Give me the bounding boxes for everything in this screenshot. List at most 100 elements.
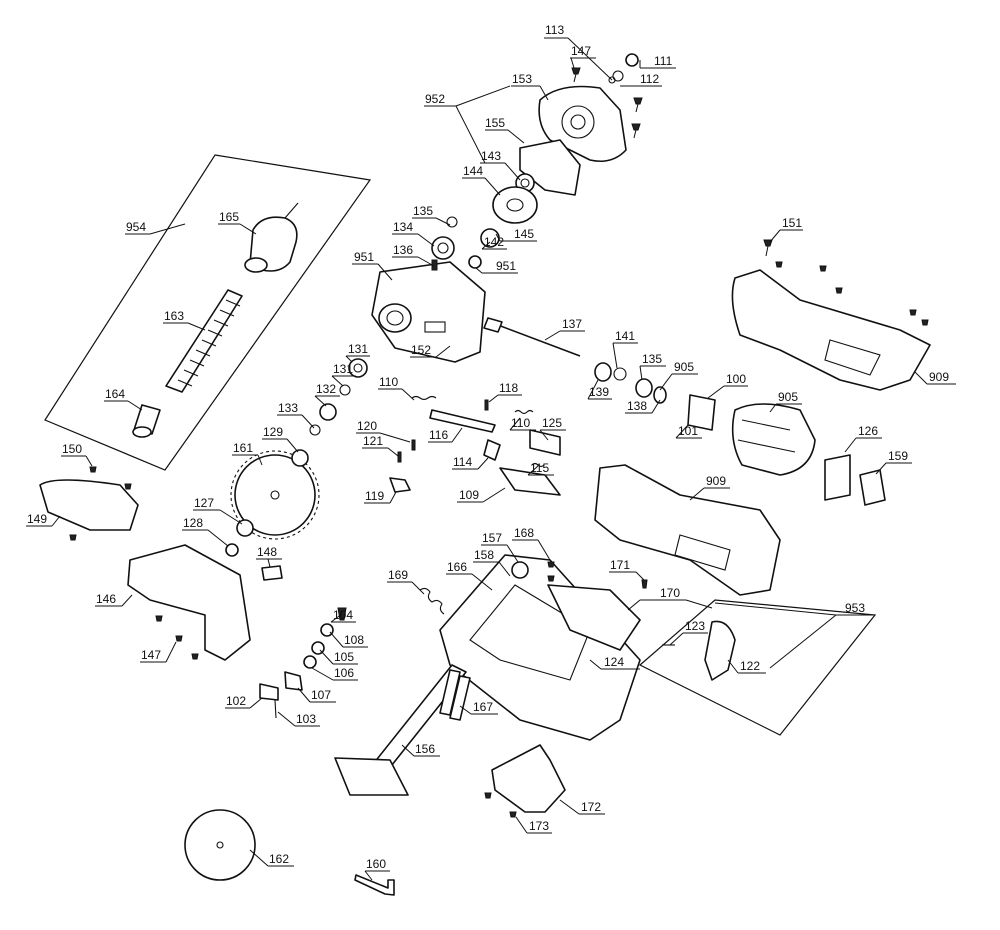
callout-166: 166	[447, 560, 467, 574]
callout-146: 146	[96, 592, 116, 606]
saw-blade-161	[230, 450, 320, 540]
callout-909b: 909	[706, 474, 726, 488]
callout-168: 168	[514, 526, 534, 540]
housing-half-909-bottom	[594, 464, 781, 596]
riving-parts-110-116-114-115-109	[389, 395, 561, 496]
callout-172: 172	[581, 800, 601, 814]
callout-162: 162	[269, 852, 289, 866]
callout-138: 138	[627, 399, 647, 413]
callout-153: 153	[512, 72, 532, 86]
hose-connector-164	[132, 404, 161, 438]
callout-114: 114	[453, 455, 472, 469]
callout-954: 954	[126, 220, 146, 234]
callout-118: 118	[499, 381, 518, 395]
callout-119: 119	[365, 489, 384, 503]
callout-103: 103	[296, 712, 316, 726]
motor-905	[731, 403, 816, 476]
callout-151: 151	[782, 216, 802, 230]
gear-144	[492, 186, 538, 224]
spring-171	[641, 579, 648, 589]
callout-165: 165	[219, 210, 239, 224]
gear-housing-951	[371, 261, 486, 363]
callout-112: 112	[640, 72, 659, 86]
blade-washers-127-128	[225, 519, 254, 557]
spare-blade-162	[184, 809, 256, 881]
callout-152: 152	[411, 343, 431, 357]
guard-screws-150	[69, 466, 132, 541]
callout-136: 136	[393, 243, 413, 257]
knob-157	[511, 561, 529, 579]
spring-169	[419, 587, 445, 615]
hex-key-160	[354, 874, 395, 896]
callout-120: 120	[357, 419, 377, 433]
callout-953: 953	[845, 601, 865, 615]
callout-173: 173	[529, 819, 549, 833]
label-148	[261, 565, 283, 581]
callout-113: 113	[545, 23, 564, 37]
spring-screw-111-112	[608, 53, 639, 84]
group-954-frame	[44, 154, 372, 471]
housing-screws-151	[763, 239, 929, 326]
callout-123: 123	[685, 619, 705, 633]
bearings-139-141-138	[594, 362, 667, 404]
guard-screws-147	[155, 615, 199, 660]
flange-washers-131-132-133	[291, 358, 368, 467]
callout-150: 150	[62, 442, 82, 456]
callout-131b: 131	[333, 362, 353, 376]
callout-160: 160	[366, 857, 386, 871]
callout-115: 115	[530, 461, 549, 475]
callout-139: 139	[589, 385, 609, 399]
callout-107: 107	[311, 688, 331, 702]
callout-100: 100	[726, 372, 746, 386]
callout-147: 147	[571, 44, 591, 58]
callout-155: 155	[485, 116, 505, 130]
callout-144: 144	[463, 164, 483, 178]
leader-lines	[26, 37, 956, 881]
callout-147b: 147	[141, 648, 161, 662]
callout-145: 145	[514, 227, 534, 241]
switch-126	[824, 454, 851, 501]
callout-126: 126	[858, 424, 878, 438]
motor-flange-100	[687, 394, 716, 431]
callout-121: 121	[363, 434, 383, 448]
spindle-137	[483, 317, 581, 357]
callout-104: 104	[333, 608, 353, 622]
callout-161: 161	[233, 441, 253, 455]
callout-108: 108	[344, 633, 364, 647]
callout-122: 122	[740, 659, 760, 673]
lower-guard-146	[127, 544, 251, 661]
base-plate	[439, 554, 641, 741]
callout-124: 124	[604, 655, 624, 669]
callout-129: 129	[263, 425, 283, 439]
bracket-170	[547, 584, 641, 651]
callout-951a: 951	[354, 250, 374, 264]
callout-106: 106	[334, 666, 354, 680]
screws-147-top	[571, 67, 643, 139]
callout-169: 169	[388, 568, 408, 582]
lever-107-102-103	[259, 671, 303, 719]
callout-135: 135	[413, 204, 433, 218]
callout-125: 125	[542, 416, 562, 430]
callout-163: 163	[164, 309, 184, 323]
extraction-hose-163	[165, 289, 243, 393]
terminal-159	[859, 469, 886, 506]
collar-135-136	[431, 216, 482, 271]
callout-149: 149	[27, 512, 47, 526]
callout-131a: 131	[348, 342, 368, 356]
callout-132: 132	[316, 382, 336, 396]
callout-101: 101	[678, 424, 698, 438]
extraction-adapter-165	[244, 202, 299, 273]
screws-168	[547, 561, 555, 582]
callout-116: 116	[429, 428, 448, 442]
screw-pins-167	[439, 669, 471, 721]
callout-905b: 905	[778, 390, 798, 404]
housing-half-909-top	[731, 269, 931, 391]
callout-102: 102	[226, 694, 246, 708]
small-gear-142	[480, 228, 500, 248]
dust-port-172	[491, 744, 566, 813]
parallel-guide-156	[334, 664, 467, 796]
callout-137: 137	[562, 317, 582, 331]
callout-164: 164	[105, 387, 125, 401]
callout-159: 159	[888, 449, 908, 463]
